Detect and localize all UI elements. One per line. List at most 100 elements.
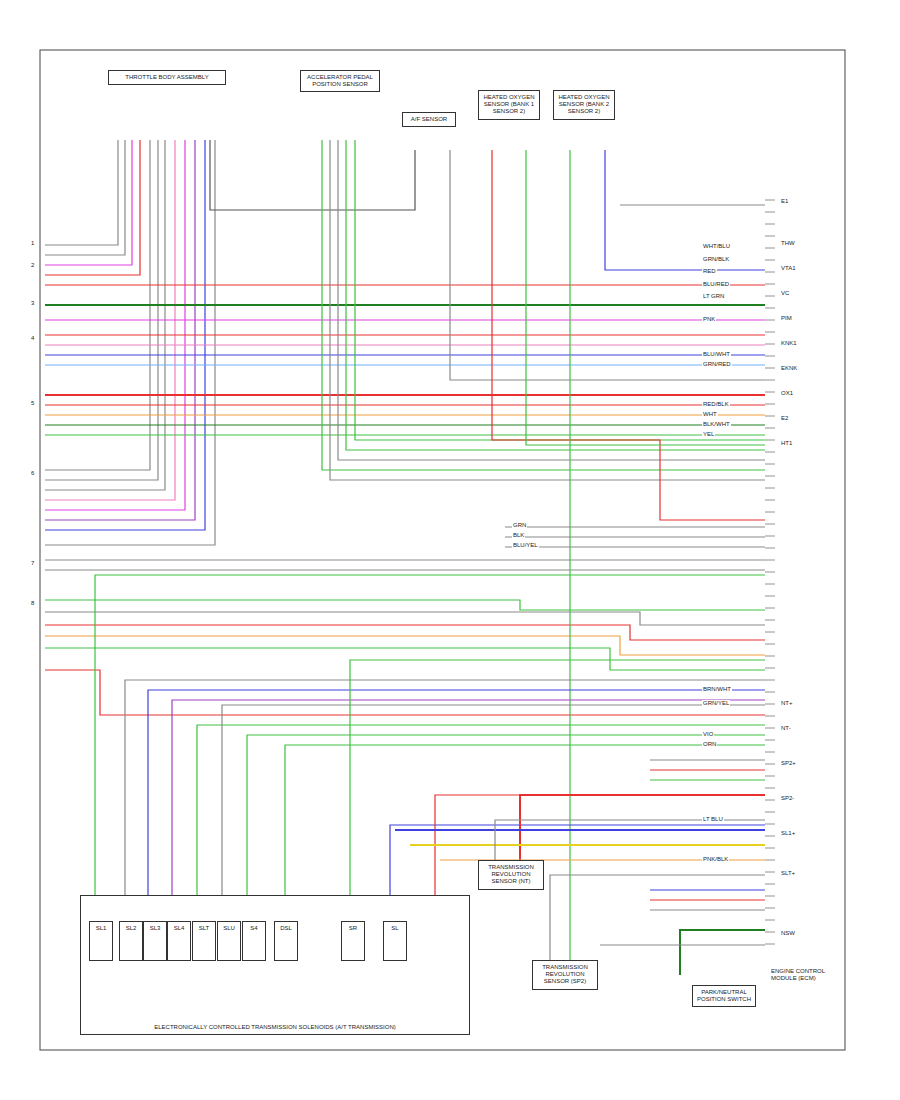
component-box: A/F SENSOR	[402, 112, 456, 127]
wire	[765, 356, 775, 357]
wire	[45, 600, 765, 610]
wire	[765, 632, 775, 633]
solenoid-box: S4	[242, 921, 266, 961]
solenoid-box: SLT	[192, 921, 216, 961]
wire	[765, 824, 775, 825]
pin-number: 5	[30, 400, 35, 407]
wire-label: GRN/BLK	[702, 256, 730, 263]
wire	[765, 740, 775, 741]
wire-label: OX1	[780, 390, 794, 397]
wire	[765, 932, 775, 933]
wire	[45, 670, 765, 715]
wire-label: KNK1	[780, 340, 798, 347]
wire	[45, 404, 765, 405]
wire	[410, 844, 765, 846]
wire-label: SP2+	[780, 760, 797, 767]
wire	[650, 899, 765, 900]
wire	[125, 680, 765, 895]
wire	[765, 452, 775, 453]
wire	[285, 745, 765, 895]
wire	[765, 620, 775, 621]
wire	[765, 536, 775, 537]
wire	[45, 140, 215, 545]
wire-label: VTA1	[780, 265, 797, 272]
wire	[45, 140, 185, 510]
wire	[765, 368, 775, 369]
wire	[765, 332, 775, 333]
wire	[765, 800, 775, 801]
component-box: THROTTLE BODY ASSEMBLY	[108, 70, 226, 85]
solenoid-group: ELECTRONICALLY CONTROLLED TRANSMISSION S…	[80, 895, 470, 1035]
wire	[355, 140, 765, 440]
wire	[765, 812, 775, 813]
wire	[765, 944, 775, 945]
wire	[650, 759, 765, 760]
wire	[247, 735, 765, 895]
component-label: SL4	[171, 925, 187, 932]
wire	[765, 248, 775, 249]
wire	[765, 548, 775, 549]
wire	[505, 536, 765, 537]
component-label: PARK/NEUTRAL POSITION SWITCH	[696, 989, 752, 1003]
wire	[620, 204, 765, 205]
wire	[765, 344, 775, 345]
pin-number: 3	[30, 300, 35, 307]
wire	[765, 656, 775, 657]
wire	[197, 725, 765, 895]
wire	[45, 354, 765, 355]
wire-label: BLU/WHT	[702, 351, 731, 358]
wire	[765, 308, 775, 309]
component-label: SLU	[221, 925, 237, 932]
wire	[765, 896, 775, 897]
component-label: SL2	[123, 925, 139, 932]
component-label: SL	[387, 925, 403, 932]
component-label: S4	[246, 925, 262, 932]
wire	[765, 476, 775, 477]
wire-label: PNK	[702, 316, 716, 323]
wire	[765, 392, 775, 393]
wire	[650, 889, 765, 890]
component-label: SLT	[196, 925, 212, 932]
wire	[45, 140, 140, 275]
wire	[222, 705, 765, 895]
module-label: ENGINE CONTROL MODULE (ECM)	[770, 968, 842, 982]
wire-label: SL1+	[780, 830, 796, 837]
wire	[765, 260, 775, 261]
wire	[45, 284, 765, 285]
wire	[45, 648, 765, 670]
wire	[45, 304, 765, 306]
pin-number: 1	[30, 240, 35, 247]
wire-label: EKNK	[780, 365, 798, 372]
wire-label: E2	[780, 415, 789, 422]
wire-label: BLU/RED	[702, 281, 730, 288]
component-label: SR	[345, 925, 361, 932]
wire	[45, 434, 765, 435]
wire-label: GRN	[512, 522, 527, 529]
wire	[346, 140, 765, 450]
wire	[765, 608, 775, 609]
pin-number: 7	[30, 560, 35, 567]
wire	[765, 464, 775, 465]
wire-label: WHT/BLU	[702, 243, 731, 250]
wire	[45, 140, 132, 265]
wire	[765, 680, 775, 681]
component-label: TRANSMISSION REVOLUTION SENSOR (NT)	[482, 864, 540, 886]
wire-label: ORN	[702, 741, 717, 748]
wire	[765, 500, 775, 501]
wire	[390, 825, 765, 895]
component-label: TRANSMISSION REVOLUTION SENSOR (SP2)	[536, 964, 594, 986]
wire	[765, 848, 775, 849]
wire	[605, 150, 765, 270]
wire	[45, 140, 195, 520]
wire	[45, 625, 765, 640]
wire-label: SLT+	[780, 870, 796, 877]
component-box: ACCELERATOR PEDAL POSITION SENSOR	[300, 70, 380, 92]
wire	[45, 140, 158, 480]
component-label: THROTTLE BODY ASSEMBLY	[112, 74, 222, 81]
wire-label: PIM	[780, 315, 793, 322]
solenoid-box: SL	[383, 921, 407, 961]
wire	[45, 636, 765, 655]
wire	[45, 140, 125, 255]
component-label: SL1	[93, 925, 109, 932]
wire	[765, 440, 775, 441]
